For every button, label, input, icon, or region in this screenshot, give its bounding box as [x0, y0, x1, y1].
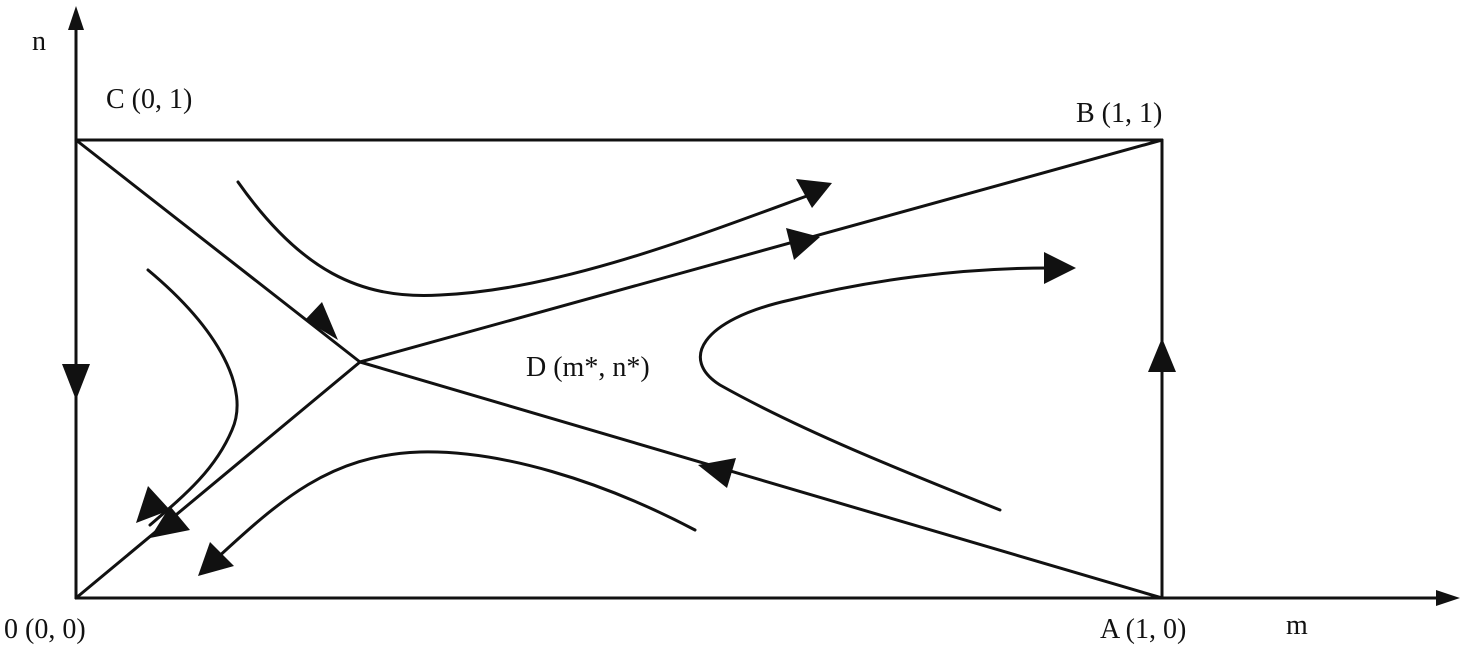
- x-axis-arrowhead: [1436, 590, 1460, 606]
- separatrix-a-d: [358, 360, 1164, 600]
- label-point-origin: 0 (0, 0): [4, 614, 86, 645]
- arrow-left-trajectory: [136, 486, 170, 523]
- trajectory-upper: [236, 180, 817, 298]
- arrow-up-right-edge: [1148, 338, 1176, 372]
- separatrices: [74, 138, 1164, 600]
- arrow-right-trajectory: [1044, 252, 1076, 284]
- separatrix-c-d: [74, 138, 362, 364]
- trajectory-left: [146, 268, 239, 527]
- arrow-upper-trajectory: [796, 179, 832, 208]
- trajectory-right: [699, 266, 1052, 512]
- arrowheads: [62, 179, 1176, 576]
- axes: [68, 6, 1460, 606]
- arrow-lower-trajectory: [198, 542, 234, 576]
- arrow-along-a-d: [698, 458, 736, 488]
- y-axis-label: n: [32, 26, 46, 57]
- label-point-a: A (1, 0): [1100, 614, 1186, 645]
- trajectories: [146, 180, 1052, 562]
- trajectory-lower: [213, 450, 697, 562]
- x-axis-label: m: [1286, 610, 1308, 641]
- arrow-down-left-edge: [62, 364, 90, 400]
- arrow-along-d-b: [786, 228, 820, 260]
- y-axis-arrowhead: [68, 6, 84, 30]
- label-point-d: D (m*, n*): [526, 352, 650, 383]
- arrow-separatrix-origin: [150, 506, 190, 538]
- label-point-b: B (1, 1): [1076, 98, 1162, 129]
- separatrix-d-origin: [74, 360, 362, 600]
- labels: n m C (0, 1) B (1, 1) D (m*, n*) 0 (0, 0…: [4, 26, 1308, 645]
- separatrix-d-b: [358, 138, 1164, 364]
- label-point-c: C (0, 1): [106, 84, 192, 115]
- arrow-toward-d: [305, 302, 338, 340]
